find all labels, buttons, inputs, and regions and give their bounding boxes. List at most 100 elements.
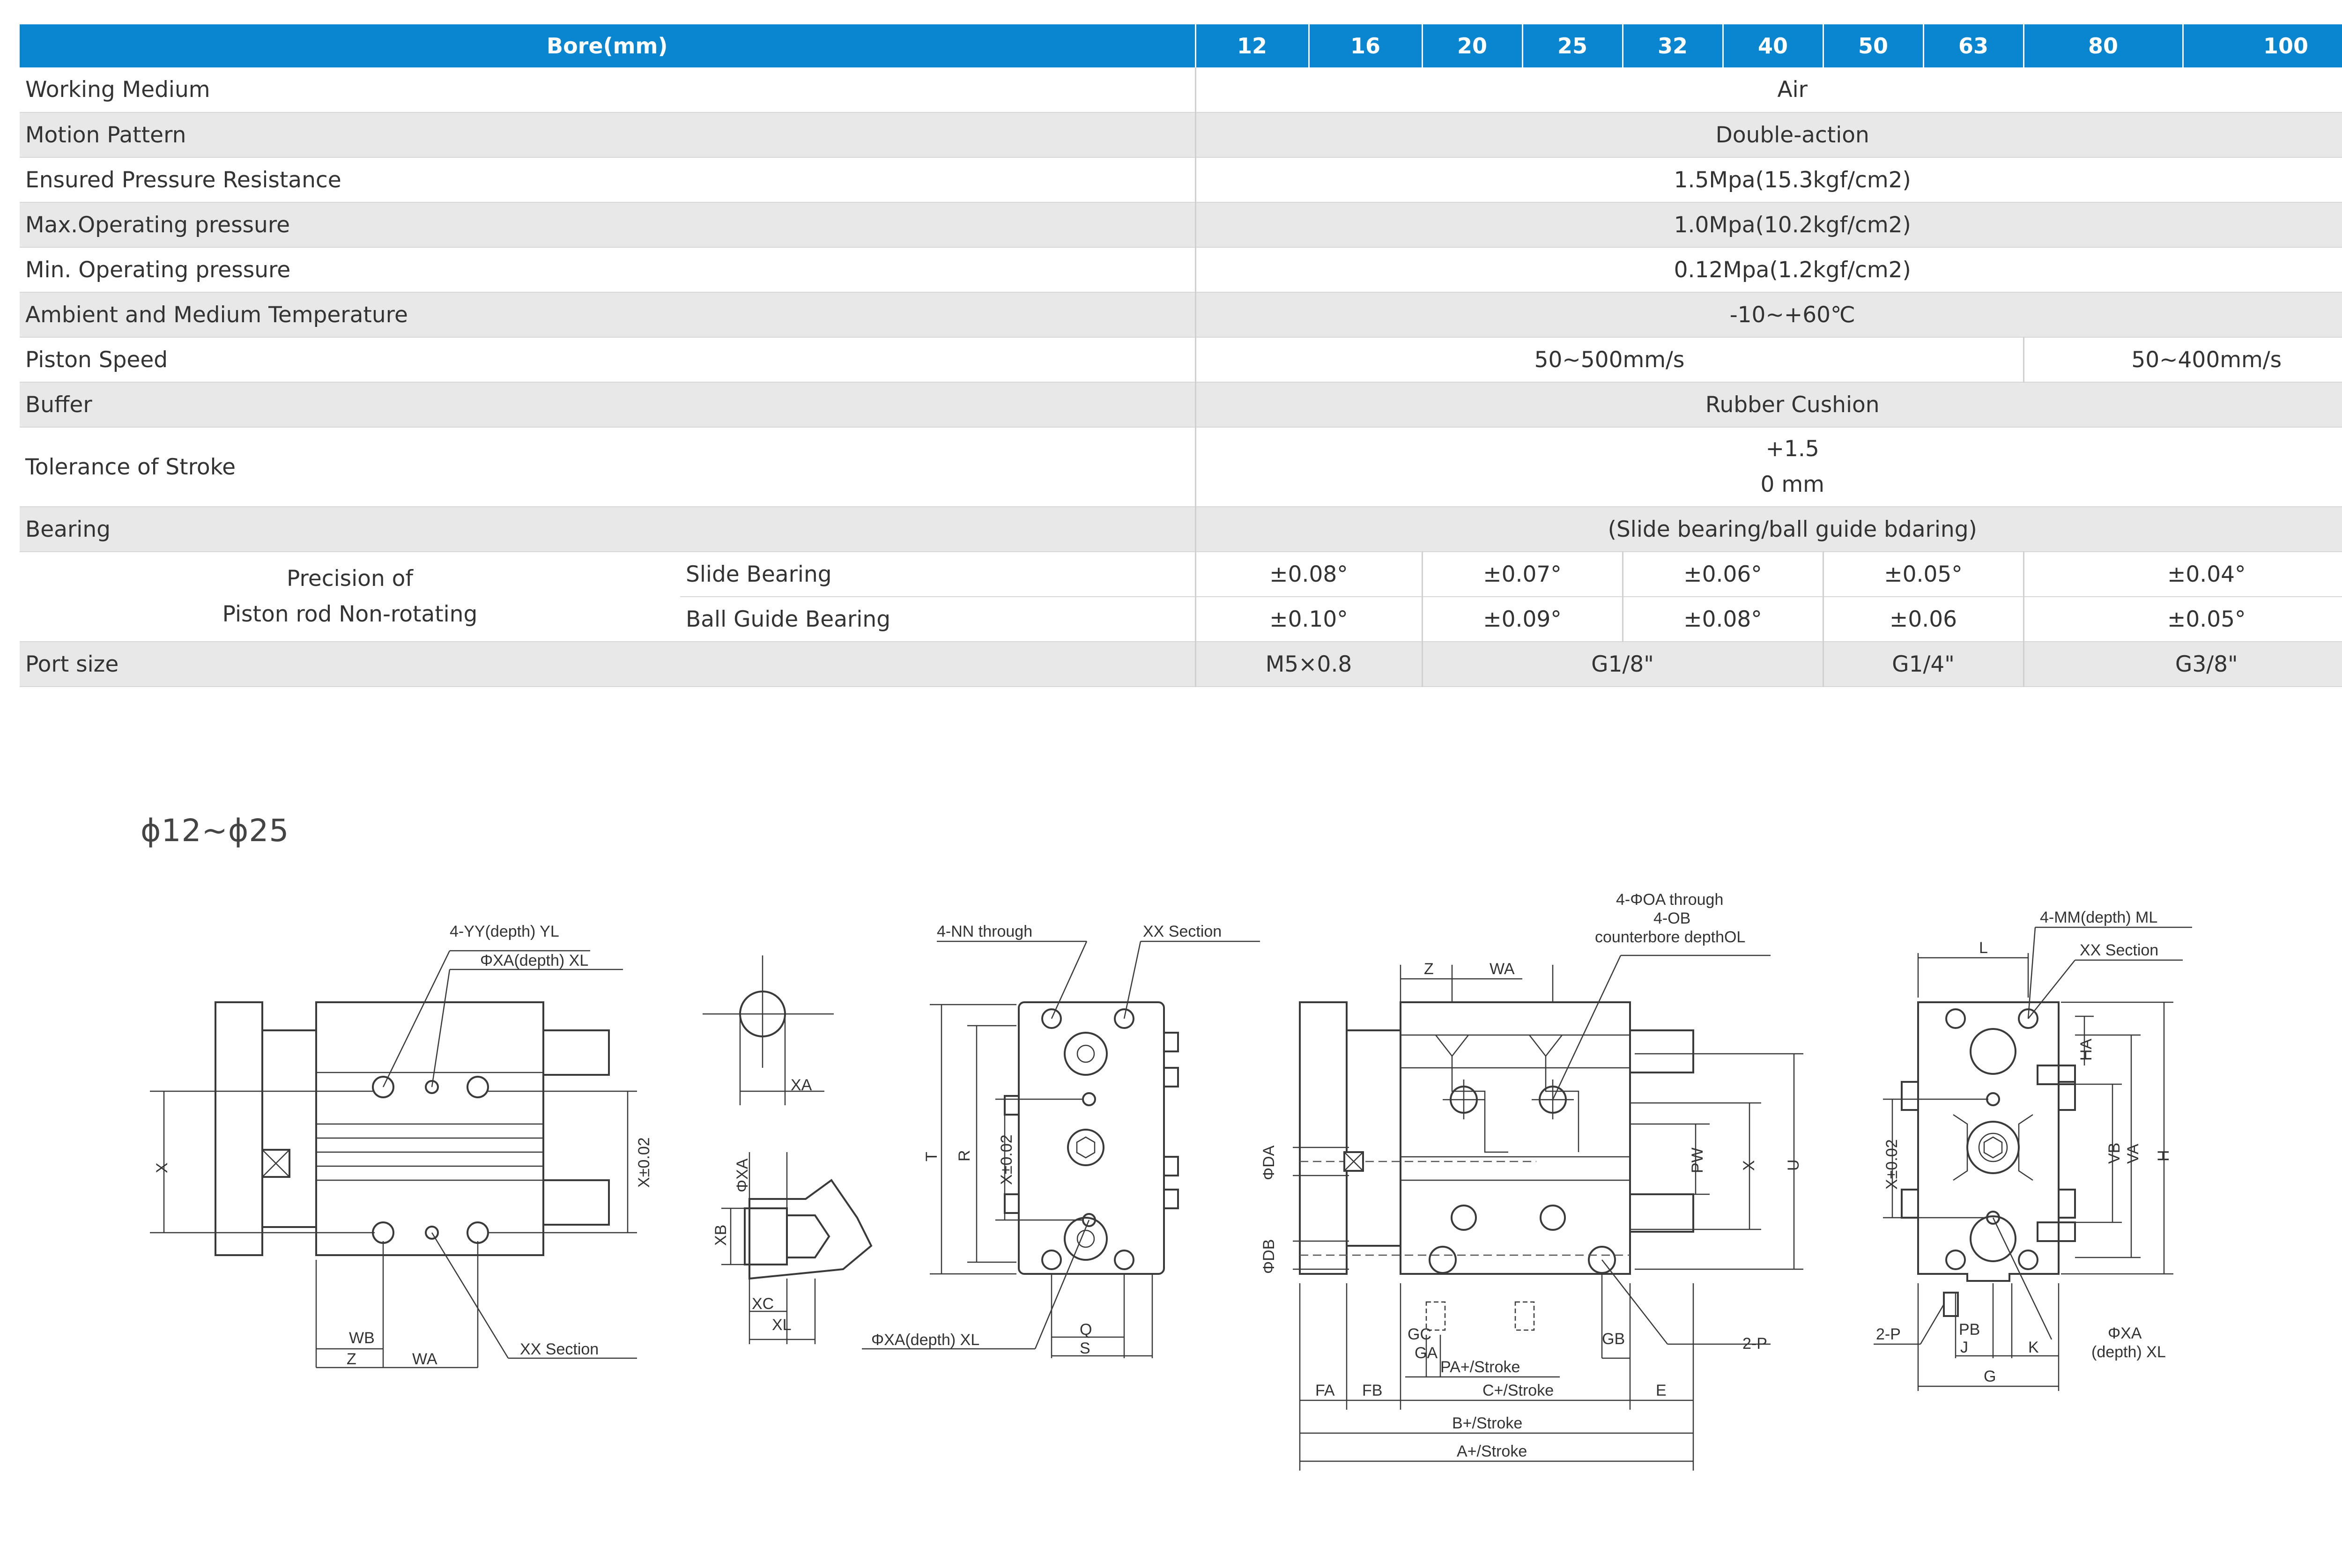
label-xx-section-3: XX Section [2080,941,2158,959]
label-xb: XB [712,1225,730,1246]
label-x-2: X [1740,1160,1758,1171]
label-pw: PW [1689,1147,1706,1173]
label-fb: FB [1362,1382,1382,1399]
label-x-tol-3: X±0.02 [1883,1139,1901,1190]
label-xl: XL [772,1316,792,1334]
row-label: Motion Pattern [20,112,1195,158]
label-wa-2: WA [1490,960,1515,978]
ball-value: ±0.10° [1194,597,1422,642]
row-value: (Slide bearing/ball guide bdaring) [1194,507,2342,552]
slide-value: ±0.05° [1822,552,2023,597]
row-min-pressure: Min. Operating pressure 0.12Mpa(1.2kgf/c… [20,247,2342,293]
label-q: Q [1080,1321,1092,1339]
view-rear: 4-MM(depth) ML L XX Section HA VB VA H X… [1874,909,2192,1391]
bore-63: 63 [1923,24,2024,67]
label-xx-section: XX Section [520,1340,599,1358]
label-xc: XC [752,1295,774,1313]
slide-value: ±0.04° [2023,552,2342,597]
row-label: Bearing [20,507,1195,552]
port-value: G1/4" [1822,642,2023,687]
label-2p: 2-P [1742,1335,1767,1353]
row-label: Working Medium [20,67,1195,113]
row-temperature: Ambient and Medium Temperature -10~+60℃ [20,292,2342,338]
slide-value: ±0.08° [1194,552,1422,597]
spec-table: Bore(mm) 12 16 20 25 32 40 50 63 80 100 … [20,24,2342,687]
row-label: Ambient and Medium Temperature [20,292,1195,338]
label-c: C+/Stroke [1482,1382,1554,1399]
label-h: H [2155,1150,2172,1161]
row-value-b: 50~400mm/s [2023,337,2342,383]
bore-12: 12 [1195,24,1310,67]
view-top: 4-YY(depth) YL ΦXA(depth) XL XX Section … [150,923,653,1368]
bore-32: 32 [1623,24,1724,67]
bore-20: 20 [1422,24,1523,67]
label-gb: GB [1602,1330,1625,1348]
ball-value: ±0.06 [1822,597,2023,642]
row-value-a: 50~500mm/s [1194,337,2023,383]
label-pb: PB [1959,1321,1980,1339]
section-heading: ϕ12~ϕ25 [141,813,289,849]
row-value: +1.5 0 mm [1194,427,2342,507]
ball-value: ±0.05° [2023,597,2342,642]
label-r: R [956,1150,973,1161]
row-label: Max.Operating pressure [20,202,1195,248]
label-a: A+/Stroke [1457,1442,1527,1460]
label-oa-2: 4-OB [1653,910,1690,927]
ball-value: ±0.09° [1421,597,1623,642]
row-value: Double-action [1194,112,2342,158]
bore-label: Bore(mm) [20,24,1196,67]
row-piston-speed: Piston Speed 50~500mm/s 50~400mm/s [20,337,2342,383]
bore-50: 50 [1823,24,1924,67]
row-motion-pattern: Motion Pattern Double-action [20,112,2342,158]
label-nn: 4-NN through [937,923,1032,940]
row-value: Air [1194,67,2342,113]
row-value: 0.12Mpa(1.2kgf/cm2) [1194,247,2342,293]
row-max-pressure: Max.Operating pressure 1.0Mpa(10.2kgf/cm… [20,202,2342,248]
label-ha: HA [2077,1038,2095,1061]
label-b: B+/Stroke [1452,1414,1522,1432]
row-tolerance: Tolerance of Stroke +1.5 0 mm [20,427,2342,507]
header-row: Bore(mm) 12 16 20 25 32 40 50 63 80 100 [20,24,2342,67]
precision-label: Precision of Piston rod Non-rotating [20,552,680,642]
label-j: J [1960,1339,1968,1356]
label-pa: PA+/Stroke [1440,1358,1520,1376]
label-phi-xa-depth: ΦXA(depth) XL [871,1331,979,1349]
label-vb: VB [2105,1143,2123,1164]
view-side: 4-ΦOA through 4-OB counterbore depthOL Z… [1260,891,1803,1471]
row-slide-bearing: Precision of Piston rod Non-rotating Sli… [20,552,2342,642]
technical-drawing: 4-YY(depth) YL ΦXA(depth) XL XX Section … [150,891,2192,1471]
label-fa: FA [1315,1382,1335,1399]
row-label: Tolerance of Stroke [20,427,1195,507]
label-mm: 4-MM(depth) ML [2040,909,2157,926]
label-gc: GC [1408,1325,1431,1343]
row-value: 1.5Mpa(15.3kgf/cm2) [1194,157,2342,203]
label-va: VA [2124,1144,2142,1164]
precision-label-line1: Precision of [287,566,413,592]
label-g: G [1984,1368,1996,1385]
bore-80: 80 [2023,24,2184,67]
label-wb: WB [349,1329,375,1347]
tolerance-upper: +1.5 [1765,436,1819,462]
row-label: Min. Operating pressure [20,247,1195,293]
row-label: Port size [20,642,1195,687]
row-pressure-resistance: Ensured Pressure Resistance 1.5Mpa(15.3k… [20,157,2342,203]
row-buffer: Buffer Rubber Cushion [20,382,2342,428]
ball-value: ±0.08° [1622,597,1823,642]
port-value: M5×0.8 [1194,642,1422,687]
bore-100: 100 [2183,24,2342,67]
slide-value: ±0.06° [1622,552,1823,597]
bore-25: 25 [1522,24,1623,67]
bore-16: 16 [1309,24,1423,67]
row-value: 1.0Mpa(10.2kgf/cm2) [1194,202,2342,248]
label-x: X [153,1162,171,1173]
row-port-size: Port size M5×0.8 G1/8" G1/4" G3/8" [20,642,2342,687]
ball-bearing-label: Ball Guide Bearing [680,597,1195,642]
view-detail: XA ΦXA XB XC XL [703,955,873,1344]
label-s: S [1080,1339,1090,1357]
row-value: Rubber Cushion [1194,382,2342,428]
slide-value: ±0.07° [1421,552,1623,597]
label-phi-xa: ΦXA [734,1158,751,1192]
label-z: Z [347,1350,356,1368]
view-end-plate: 4-NN through XX Section T R X±0.02 Q S Φ… [862,923,1260,1358]
label-oa-3: counterbore depthOL [1595,928,1745,946]
